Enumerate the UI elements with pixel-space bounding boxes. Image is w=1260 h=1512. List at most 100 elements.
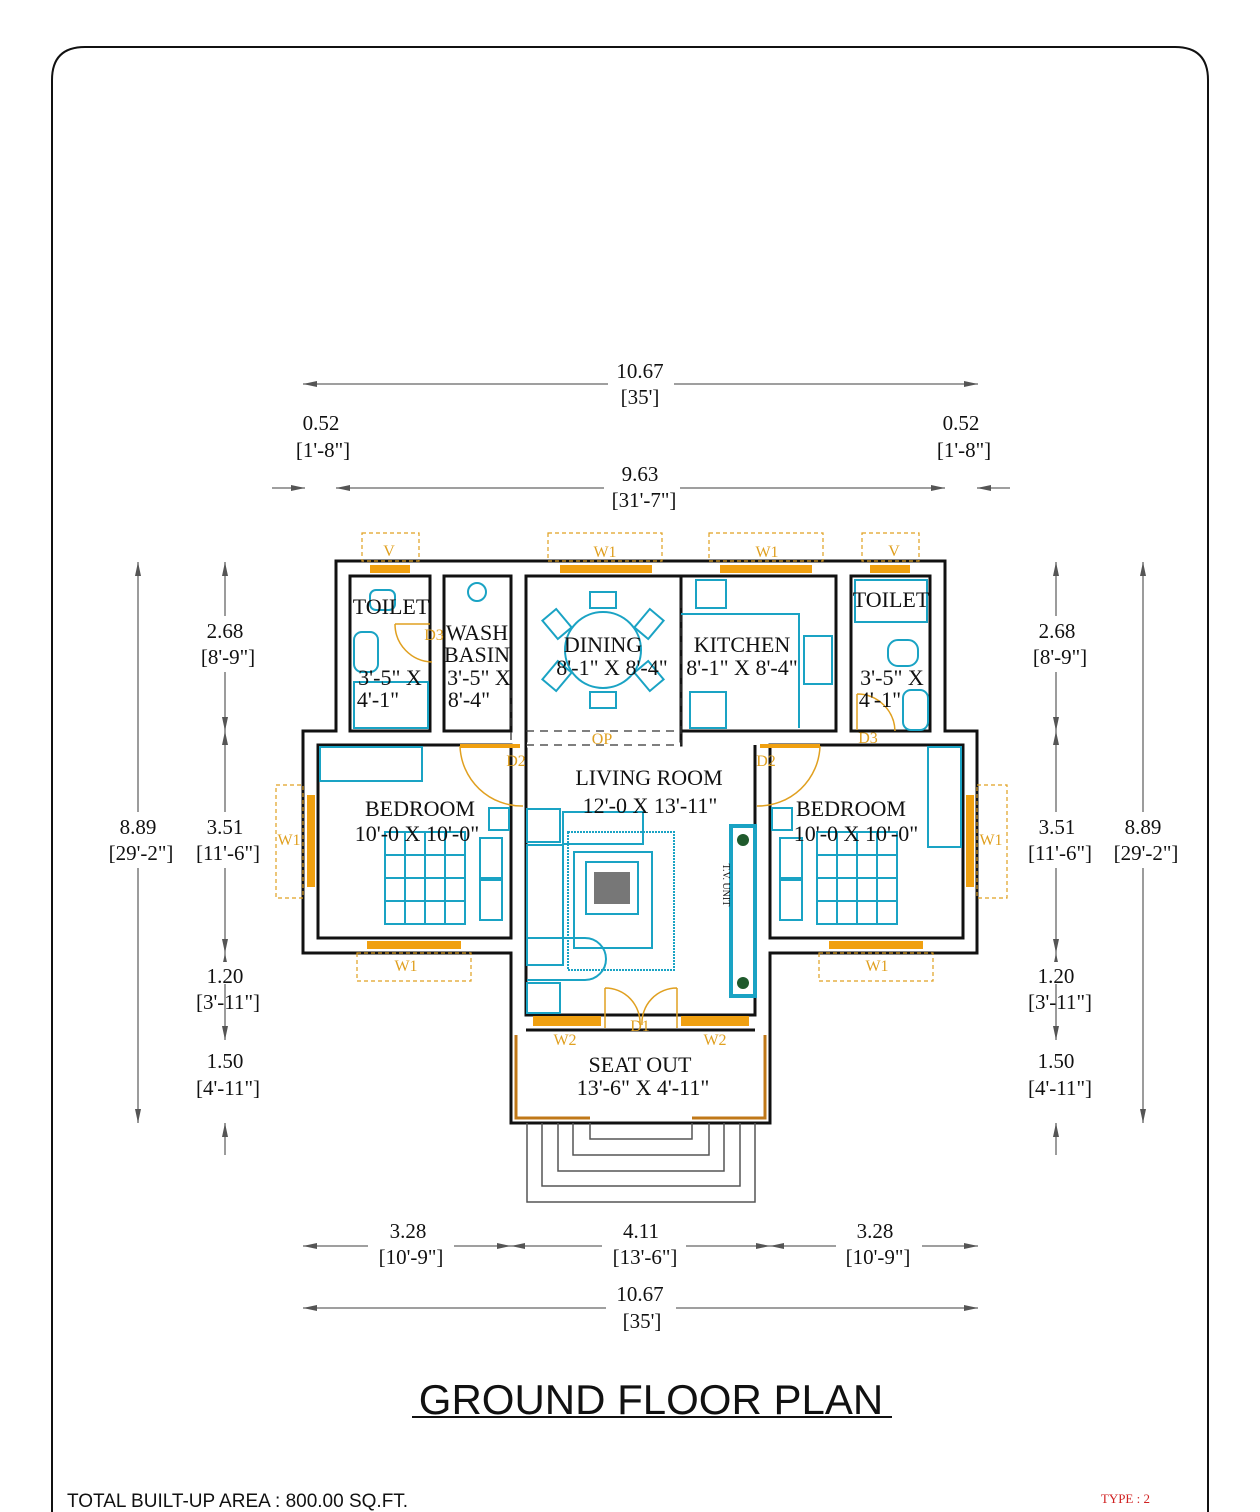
dimension-right-side: 8.89 [29'-2"] 2.68 [8'-9"] 3.51 [11'-6"]… — [1020, 562, 1185, 1155]
svg-text:W1: W1 — [394, 958, 417, 975]
svg-text:[8'-9"]: [8'-9"] — [1033, 645, 1087, 669]
bed-left-icon — [384, 807, 510, 925]
svg-text:2.68: 2.68 — [1039, 619, 1076, 643]
openings: V W1 W1 V W1 W1 W1 W1 W2 W2 D1 D2 D2 D3 … — [275, 532, 1008, 1049]
svg-text:W2: W2 — [553, 1032, 576, 1049]
svg-text:8.89: 8.89 — [120, 815, 157, 839]
svg-text:4'-1": 4'-1" — [859, 687, 901, 712]
shower-tile-left-icon — [353, 681, 429, 729]
svg-text:[10'-9"]: [10'-9"] — [379, 1245, 444, 1269]
sofa-set-icon — [526, 808, 675, 1014]
svg-text:1.20: 1.20 — [207, 964, 244, 988]
svg-text:1.50: 1.50 — [1038, 1049, 1075, 1073]
svg-text:D2: D2 — [506, 753, 526, 770]
svg-text:V: V — [383, 543, 395, 560]
svg-text:10.67: 10.67 — [616, 359, 663, 383]
dining-label: DINING — [564, 632, 642, 657]
svg-text:10.67: 10.67 — [616, 1282, 663, 1306]
svg-text:8'-1" X 8'-4": 8'-1" X 8'-4" — [556, 655, 667, 680]
svg-text:9.63: 9.63 — [622, 462, 659, 486]
total-area-label: TOTAL BUILT-UP AREA : 800.00 SQ.FT. — [67, 1491, 408, 1512]
svg-text:10'-0 X 10'-0": 10'-0 X 10'-0" — [794, 821, 918, 846]
dimension-top-inner: 9.63 [31'-7"] — [336, 462, 945, 514]
svg-text:3'-5" X: 3'-5" X — [358, 665, 422, 690]
svg-text:D1: D1 — [630, 1018, 650, 1035]
svg-text:OP: OP — [592, 731, 613, 748]
toilet-right-label: TOILET — [853, 587, 930, 612]
plan-title: GROUND FLOOR PLAN — [419, 1376, 883, 1423]
shower-tile-right-icon — [854, 579, 928, 623]
svg-text:[35']: [35'] — [623, 1309, 662, 1333]
svg-text:[35']: [35'] — [621, 385, 660, 409]
toilet-left-label: TOILET — [353, 594, 430, 619]
seat-out-label: SEAT OUT — [589, 1052, 692, 1077]
svg-text:D3: D3 — [858, 730, 878, 747]
toilet-left-walls — [348, 574, 432, 733]
svg-text:0.52: 0.52 — [943, 411, 980, 435]
dimension-top-overall: 10.67 [35'] — [303, 358, 978, 410]
wash-basin-label: WASH — [446, 620, 508, 645]
svg-text:[3'-11"]: [3'-11"] — [196, 990, 260, 1014]
wash-basin-walls — [442, 574, 513, 733]
svg-text:[13'-6"]: [13'-6"] — [613, 1245, 678, 1269]
svg-text:1.50: 1.50 — [207, 1049, 244, 1073]
svg-text:D3: D3 — [424, 627, 444, 644]
svg-text:[1'-8"]: [1'-8"] — [296, 438, 350, 462]
wash-basin-icon — [467, 582, 487, 602]
furniture: T.V. UNIT — [319, 579, 962, 1014]
svg-text:[29'-2"]: [29'-2"] — [1114, 841, 1179, 865]
svg-text:V: V — [888, 543, 900, 560]
bedroom-right-label: BEDROOM — [796, 796, 906, 821]
svg-text:8.89: 8.89 — [1125, 815, 1162, 839]
svg-text:[10'-9"]: [10'-9"] — [846, 1245, 911, 1269]
svg-text:[8'-9"]: [8'-9"] — [201, 645, 255, 669]
svg-text:2.68: 2.68 — [207, 619, 244, 643]
svg-text:10'-0 X 10'-0": 10'-0 X 10'-0" — [355, 821, 479, 846]
svg-text:D2: D2 — [756, 753, 776, 770]
svg-text:8'-4": 8'-4" — [448, 687, 490, 712]
fridge-icon — [689, 691, 727, 729]
svg-text:[4'-11"]: [4'-11"] — [1028, 1076, 1092, 1100]
svg-text:W1: W1 — [593, 544, 616, 561]
svg-text:[11'-6"]: [11'-6"] — [196, 841, 260, 865]
wardrobe-right-icon — [927, 746, 962, 848]
svg-text:3'-5" X: 3'-5" X — [447, 665, 511, 690]
dimension-top-left-offset: 0.52 [1'-8"] — [272, 411, 350, 491]
svg-text:12'-0 X 13'-11": 12'-0 X 13'-11" — [583, 793, 718, 818]
wc-right-icon — [887, 639, 919, 667]
svg-text:1.20: 1.20 — [1038, 964, 1075, 988]
svg-text:3.28: 3.28 — [390, 1219, 427, 1243]
svg-text:3.51: 3.51 — [207, 815, 244, 839]
tv-unit-label: T.V. UNIT — [720, 864, 731, 907]
svg-text:13'-6" X 4'-11": 13'-6" X 4'-11" — [577, 1075, 710, 1100]
svg-text:3'-5" X: 3'-5" X — [860, 665, 924, 690]
svg-text:3.51: 3.51 — [1039, 815, 1076, 839]
wardrobe-left-icon — [319, 746, 423, 782]
svg-text:0.52: 0.52 — [303, 411, 340, 435]
dining-table-icon — [540, 591, 666, 709]
dimension-bottom: 3.28 [10'-9"] 4.11 [13'-6"] 3.28 [10'-9"… — [303, 1218, 978, 1334]
svg-text:4.11: 4.11 — [623, 1219, 659, 1243]
svg-text:[1'-8"]: [1'-8"] — [937, 438, 991, 462]
living-room-label: LIVING ROOM — [575, 765, 722, 790]
dimension-top-right-offset: 0.52 [1'-8"] — [937, 411, 1010, 491]
svg-text:[3'-11"]: [3'-11"] — [1028, 990, 1092, 1014]
wc-left-icon — [369, 589, 396, 611]
svg-text:4'-1": 4'-1" — [357, 687, 399, 712]
bedroom-left-walls — [316, 743, 513, 940]
tv-unit-icon: T.V. UNIT — [720, 824, 757, 998]
room-labels: TOILET 3'-5" X 4'-1" WASH BASIN 3'-5" X … — [353, 587, 930, 1100]
bedroom-left-label: BEDROOM — [365, 796, 475, 821]
stove-icon — [803, 635, 833, 685]
svg-text:W1: W1 — [277, 832, 300, 849]
sheet-border — [51, 46, 1209, 1512]
kitchen-sink-icon — [695, 579, 727, 609]
svg-text:[29'-2"]: [29'-2"] — [109, 841, 174, 865]
bathtub-left-icon — [353, 631, 379, 673]
svg-text:W1: W1 — [865, 958, 888, 975]
kitchen-walls — [679, 574, 838, 733]
svg-text:[11'-6"]: [11'-6"] — [1028, 841, 1092, 865]
svg-text:3.28: 3.28 — [857, 1219, 894, 1243]
toilet-right-walls — [849, 574, 932, 733]
svg-text:BASIN: BASIN — [444, 642, 510, 667]
